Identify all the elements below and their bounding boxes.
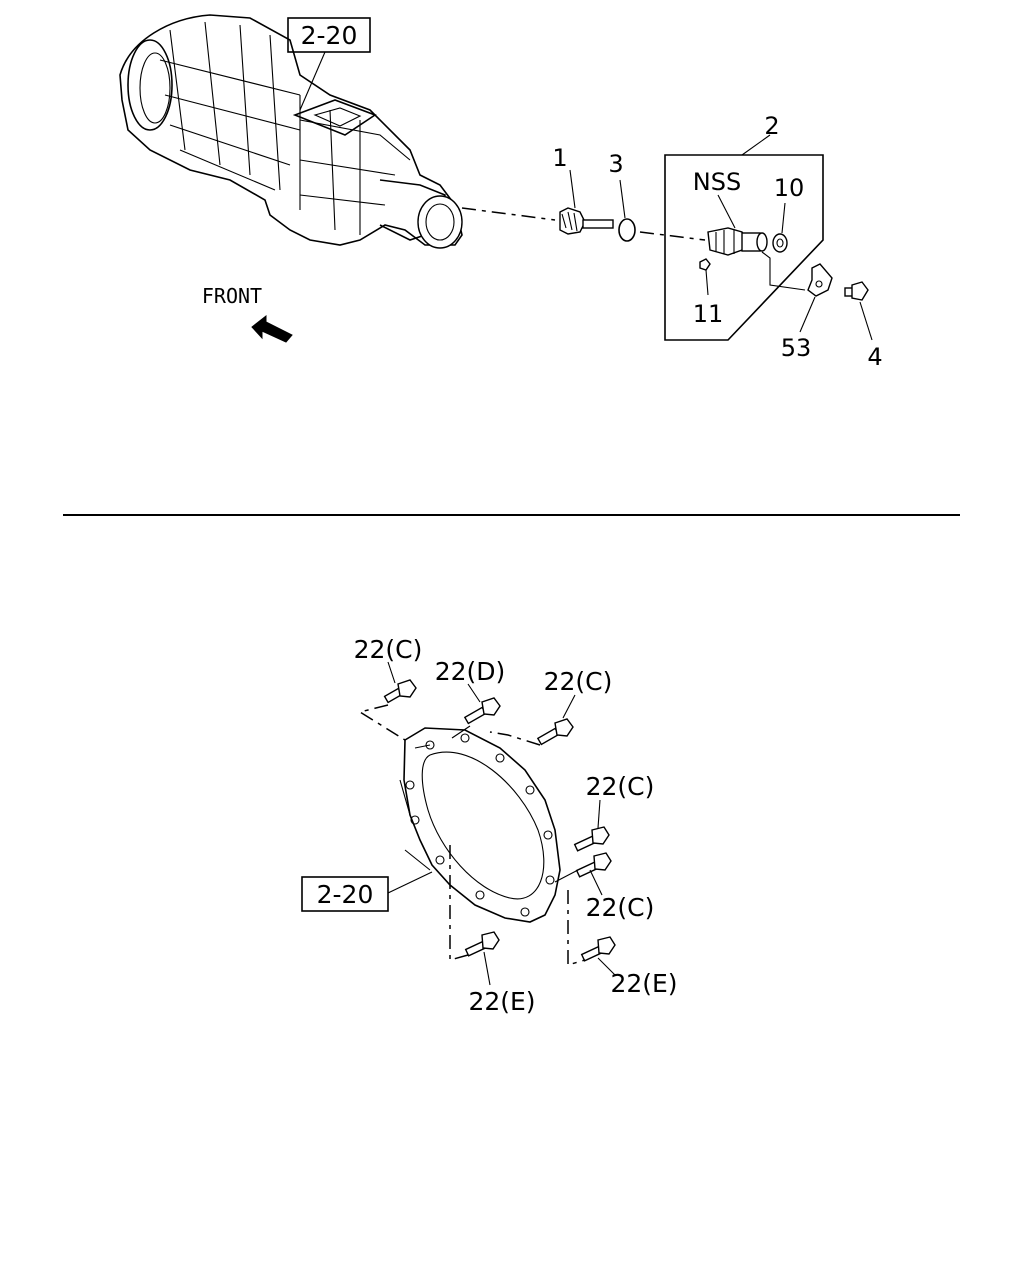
label-part-1: 1 bbox=[552, 144, 567, 172]
bolt-part-4: 4 bbox=[844, 281, 883, 371]
bracket-part-53: 53 bbox=[781, 263, 833, 362]
label-bolt-right-upper: 22(C) bbox=[586, 772, 655, 801]
bolt-22c-top-right: 22(C) bbox=[489, 667, 613, 746]
bolt-22c-right-lower: 22(C) bbox=[554, 852, 655, 922]
speed-sensor-nss: NSS bbox=[693, 168, 768, 256]
label-nss: NSS bbox=[693, 168, 741, 196]
bolt-22e-bottom-left: 22(E) bbox=[449, 845, 536, 1016]
plug-part-11: 11 bbox=[693, 258, 724, 328]
label-part-11: 11 bbox=[693, 300, 724, 328]
bell-housing-plate bbox=[399, 727, 561, 923]
transmission-assembly bbox=[119, 14, 463, 249]
label-part-4: 4 bbox=[867, 343, 882, 371]
axis-line-sensor bbox=[639, 231, 706, 241]
label-bolt-top-middle: 22(D) bbox=[435, 657, 506, 686]
grommet-part-10: 10 bbox=[772, 174, 805, 253]
label-bolt-bottom-right: 22(E) bbox=[610, 969, 677, 998]
driven-gear-part-1: 1 bbox=[552, 144, 614, 235]
label-part-10: 10 bbox=[774, 174, 805, 202]
front-direction-indicator: FRONT bbox=[202, 284, 293, 343]
label-part-2: 2 bbox=[764, 112, 779, 140]
reference-box-bottom-label: 2-20 bbox=[317, 880, 374, 909]
label-part-3: 3 bbox=[608, 150, 623, 178]
axis-line-drive-gear bbox=[461, 207, 556, 221]
reference-box-top-label: 2-20 bbox=[301, 21, 358, 50]
label-bolt-bottom-left: 22(E) bbox=[468, 987, 535, 1016]
sensor-group-box-part-2: 2 bbox=[664, 112, 824, 341]
reference-box-top: 2-20 bbox=[287, 17, 371, 111]
front-label: FRONT bbox=[202, 284, 262, 308]
front-arrow-icon bbox=[251, 314, 293, 343]
bolt-22d-top-middle: 22(D) bbox=[435, 657, 506, 739]
o-ring-part-3: 3 bbox=[608, 150, 636, 242]
label-bolt-top-left: 22(C) bbox=[354, 635, 423, 664]
label-part-53: 53 bbox=[781, 334, 812, 362]
reference-box-bottom: 2-20 bbox=[301, 871, 433, 912]
leader-line-sensor-bracket bbox=[761, 251, 806, 291]
label-bolt-top-right: 22(C) bbox=[544, 667, 613, 696]
bolt-22c-right-upper: 22(C) bbox=[573, 772, 655, 852]
bolt-22c-top-left: 22(C) bbox=[354, 635, 423, 741]
label-bolt-right-lower: 22(C) bbox=[586, 893, 655, 922]
bolt-22e-bottom-right: 22(E) bbox=[567, 890, 678, 998]
